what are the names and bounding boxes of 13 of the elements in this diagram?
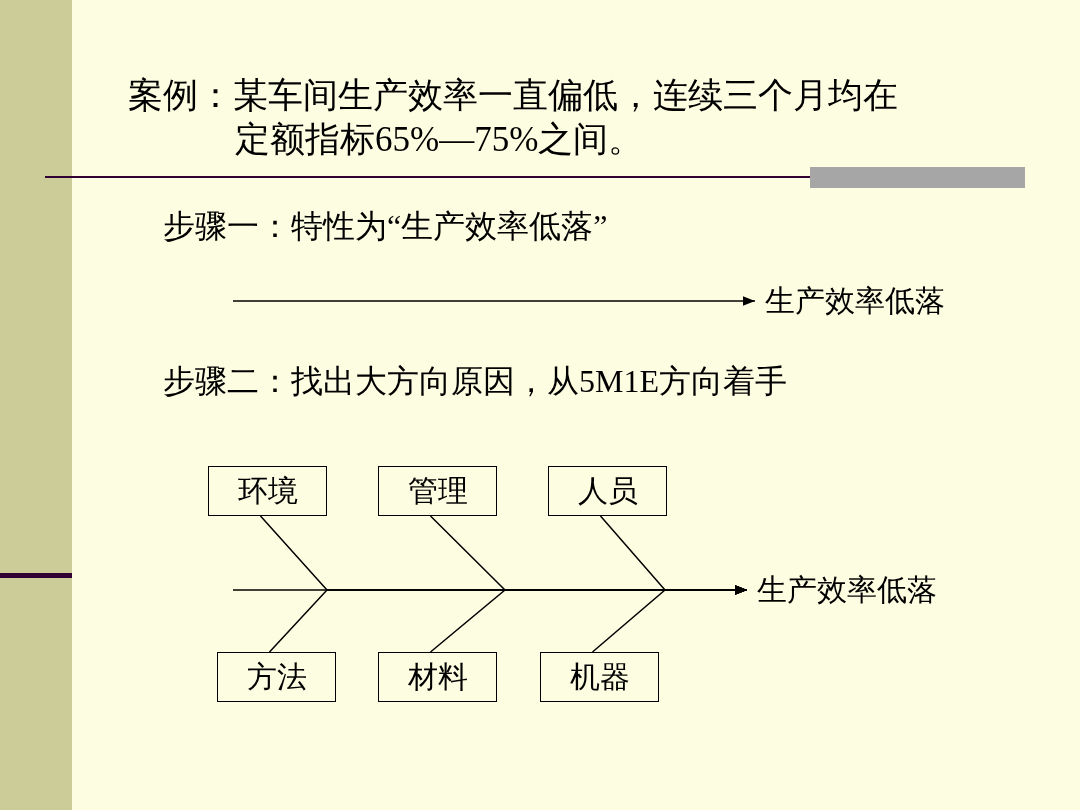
cause-box: 人员	[548, 466, 667, 516]
case-description: 案例：某车间生产效率一直偏低，连续三个月均在定额指标65%—75%之间。	[128, 75, 899, 161]
effect-label: 生产效率低落	[765, 286, 945, 316]
fishbone-arrow	[591, 585, 748, 653]
step-heading: 步骤二：找出大方向原因，从5M1E方向着手	[163, 365, 787, 397]
arrow	[232, 296, 756, 306]
cause-box: 机器	[540, 652, 659, 702]
cause-box: 管理	[378, 466, 497, 516]
cause-box: 环境	[208, 466, 327, 516]
cause-box: 材料	[378, 652, 497, 702]
step-heading: 步骤一：特性为“生产效率低落”	[163, 210, 608, 242]
effect-label: 生产效率低落	[757, 575, 937, 605]
cause-box: 方法	[217, 652, 336, 702]
